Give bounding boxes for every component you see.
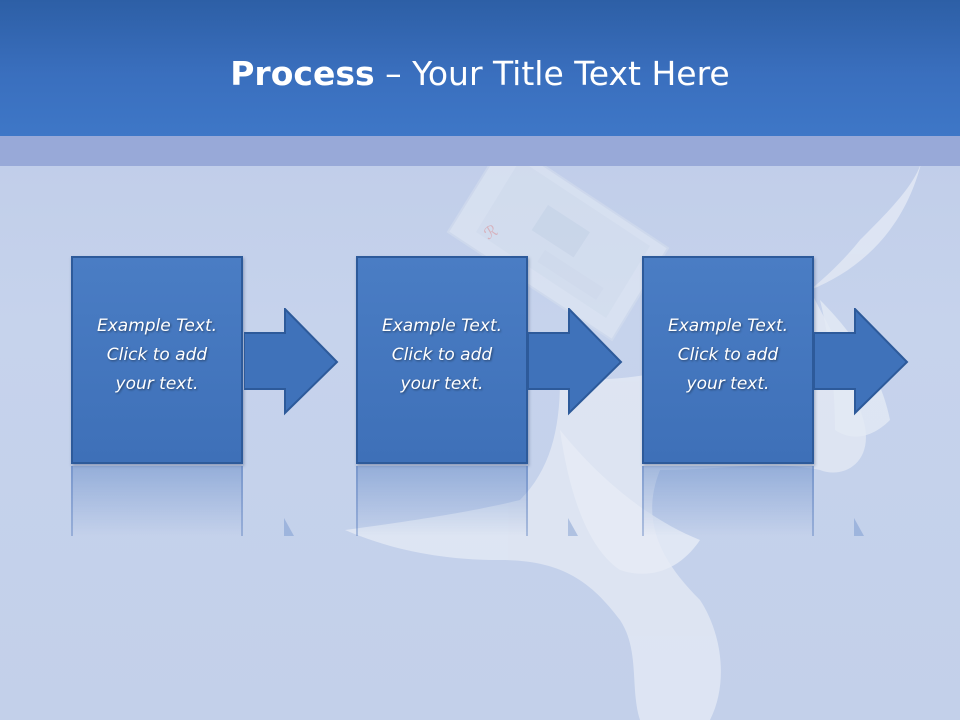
- step-1-line-1: Example Text.: [96, 316, 218, 336]
- step-1-text[interactable]: Example Text. Click to add your text.: [73, 312, 241, 399]
- step-3-text[interactable]: Example Text. Click to add your text.: [644, 312, 812, 399]
- step-2-reflection: [356, 466, 528, 536]
- step-2-line-2: Click to add: [391, 345, 493, 365]
- right-arrow-icon[interactable]: [528, 308, 624, 416]
- arrow-reflection-icon: [568, 518, 578, 536]
- step-2-line-1: Example Text.: [381, 316, 503, 336]
- process-step-1[interactable]: Example Text. Click to add your text.: [71, 256, 243, 464]
- slide-title[interactable]: Process – Your Title Text Here: [0, 52, 960, 96]
- step-3-line-3: your text.: [686, 374, 770, 394]
- step-2-text[interactable]: Example Text. Click to add your text.: [358, 312, 526, 399]
- ghosted-card-image: ℛ: [446, 138, 670, 342]
- slide-title-rest: – Your Title Text Here: [374, 54, 730, 93]
- process-step-2[interactable]: Example Text. Click to add your text.: [356, 256, 528, 464]
- step-1-line-2: Click to add: [106, 345, 208, 365]
- slide-title-bold: Process: [230, 54, 375, 93]
- step-3-line-2: Click to add: [677, 345, 779, 365]
- title-bar: [0, 0, 960, 136]
- step-1-line-3: your text.: [115, 374, 199, 394]
- arrow-reflection-icon: [854, 518, 864, 536]
- step-2-line-3: your text.: [400, 374, 484, 394]
- process-step-3[interactable]: Example Text. Click to add your text.: [642, 256, 814, 464]
- arrow-reflection-icon: [284, 518, 294, 536]
- step-3-line-1: Example Text.: [667, 316, 789, 336]
- right-arrow-icon[interactable]: [244, 308, 340, 416]
- step-3-reflection: [642, 466, 814, 536]
- header-band: [0, 136, 960, 166]
- step-1-reflection: [71, 466, 243, 536]
- right-arrow-icon[interactable]: [814, 308, 910, 416]
